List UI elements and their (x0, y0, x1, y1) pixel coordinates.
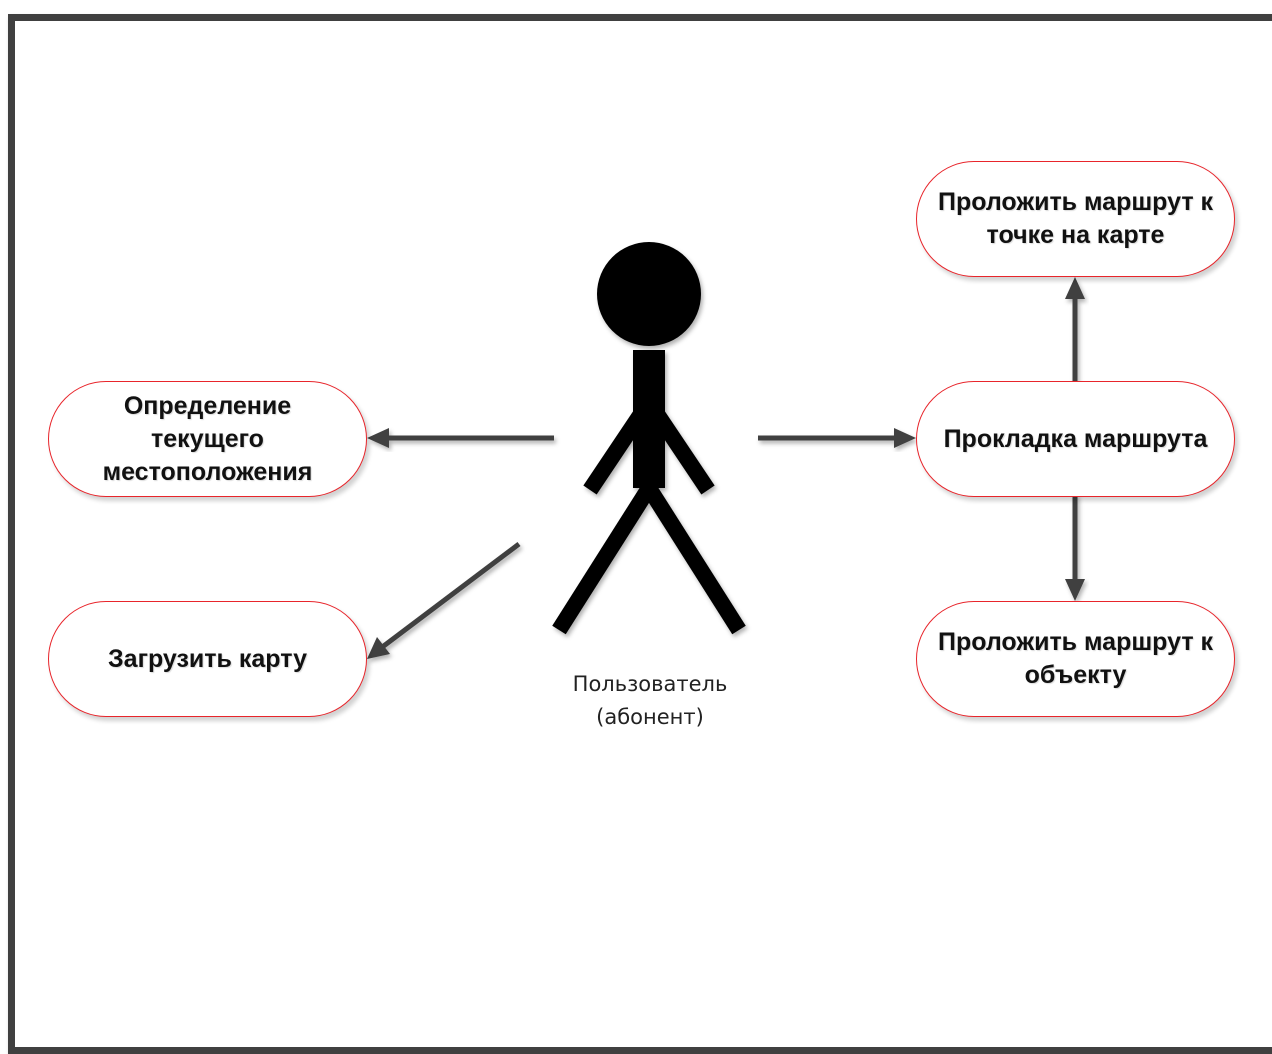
actor-head (597, 242, 701, 346)
actor-figure (552, 242, 746, 635)
use-case-route-planning-label: Прокладка маршрута (943, 424, 1208, 453)
arrow-to-load-map (367, 542, 521, 659)
diagram-canvas (367, 242, 1085, 659)
actor-left-arm (583, 397, 656, 495)
arrow-to-route-to-point (1065, 277, 1085, 382)
use-case-load-map-label: Загрузить карту (108, 644, 307, 673)
use-case-route-to-object-label: Проложить маршрут к объекту (937, 628, 1214, 689)
use-case-current-location-label: Определение текущего местоположения (102, 391, 313, 486)
actor-left-leg (552, 483, 656, 635)
use-case-route-to-point: Проложить маршрут к точке на карте (916, 161, 1235, 277)
use-case-route-planning: Прокладка маршрута (916, 381, 1235, 497)
actor-right-leg (642, 483, 746, 635)
arrow-to-current-location (367, 428, 554, 448)
use-case-current-location: Определение текущего местоположения (48, 381, 367, 497)
arrow-to-route-to-object (1065, 494, 1085, 601)
arrow-to-route-planning (758, 428, 916, 448)
use-case-route-to-point-label: Проложить маршрут к точке на карте (937, 188, 1214, 249)
use-case-route-to-object: Проложить маршрут к объекту (916, 601, 1235, 717)
use-case-load-map: Загрузить карту (48, 601, 367, 717)
actor-right-arm (642, 397, 715, 495)
actor-label: Пользователь (абонент) (572, 672, 728, 729)
